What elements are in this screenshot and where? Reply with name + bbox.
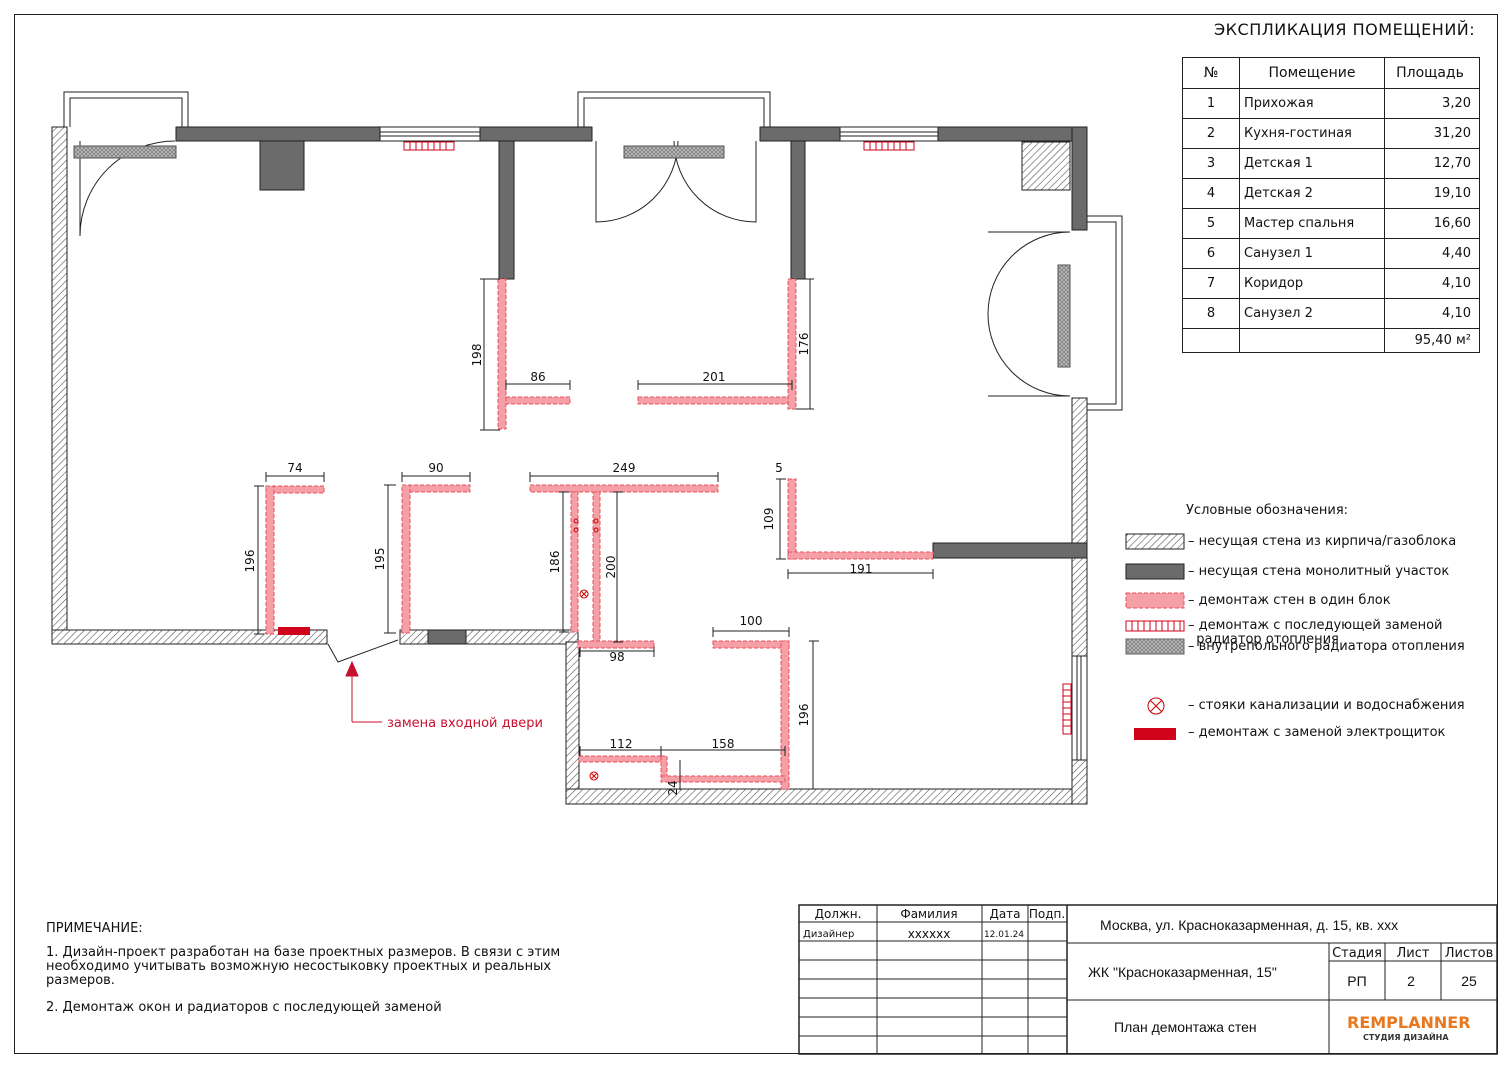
- dim-label: 74: [287, 461, 302, 475]
- legend-item: – несущая стена из кирпича/газоблока: [1188, 534, 1457, 549]
- dim-label: 158: [712, 737, 735, 751]
- entrance-door-note: замена входной двери: [387, 716, 543, 731]
- notes-title: ПРИМЕЧАНИЕ:: [46, 921, 143, 936]
- drawing-frame: [14, 14, 1498, 1054]
- dimension-lines: [254, 278, 934, 790]
- electrical-panel-swatch: [1134, 728, 1176, 740]
- note-item: 1. Дизайн-проект разработан на базе прое…: [46, 945, 561, 988]
- dim-label: 176: [797, 333, 811, 356]
- electrical-panel: [278, 627, 310, 635]
- dim-label: 249: [613, 461, 636, 475]
- dim-label: 90: [428, 461, 443, 475]
- riser-icons: [573, 518, 599, 781]
- riser-icon: [1147, 697, 1165, 715]
- dim-label: 195: [373, 548, 387, 571]
- dim-label: 201: [703, 370, 726, 384]
- legend-item: – демонтаж с последующей заменой радиато…: [1188, 618, 1443, 647]
- dim-label: 200: [604, 556, 618, 579]
- entrance-arrow: [345, 660, 382, 723]
- logo-subtitle: СТУДИЯ ДИЗАЙНА: [1363, 1031, 1449, 1042]
- note-item: 2. Демонтаж окон и радиаторов с последую…: [46, 1000, 442, 1015]
- col-header: Площадь: [1384, 57, 1480, 89]
- col-header: №: [1182, 57, 1240, 89]
- legend-item: – несущая стена монолитный участок: [1188, 564, 1450, 579]
- dim-label: 191: [850, 562, 873, 576]
- legend-item: – демонтаж стен в один блок: [1188, 593, 1391, 608]
- legend-swatches: [1125, 533, 1185, 740]
- windows: [63, 91, 1123, 761]
- legend-item: – стояки канализации и водоснабжения: [1188, 698, 1465, 713]
- brick-walls: [51, 126, 1088, 805]
- demolition-walls: [265, 278, 934, 790]
- dim-label: 196: [243, 550, 257, 573]
- legend-item: – внутрепольного радиатора отопления: [1188, 639, 1465, 654]
- hatched-brick-wall-swatch: [1125, 533, 1185, 550]
- radiator-replacement-swatch: [1125, 620, 1185, 632]
- total-row: 95,40 м²: [1182, 328, 1480, 353]
- dimension-labels: 198 86 201 176 74 90 249 5 109 196 195 1…: [243, 333, 872, 796]
- floor-radiators: [73, 145, 1071, 368]
- logo-text: REMPLANNER: [1347, 1013, 1471, 1032]
- radiators-replace: [403, 141, 1072, 735]
- floor-radiator-swatch: [1125, 638, 1185, 655]
- monolith-walls: [175, 126, 1088, 645]
- demolition-wall-swatch: [1125, 592, 1185, 609]
- dim-label: 5: [775, 461, 783, 475]
- dim-label: 24: [666, 780, 680, 795]
- notes: ПРИМЕЧАНИЕ: 1. Дизайн-проект разработан …: [46, 922, 560, 1028]
- col-header: Помещение: [1239, 57, 1385, 89]
- dim-label: 100: [740, 614, 763, 628]
- explication-title: ЭКСПЛИКАЦИЯ ПОМЕЩЕНИЙ:: [1214, 20, 1476, 39]
- dim-label: 112: [610, 737, 633, 751]
- legend-item: – демонтаж с заменой электрощиток: [1188, 725, 1446, 740]
- company-logo: REMPLANNER СТУДИЯ ДИЗАЙНА: [1347, 1013, 1471, 1042]
- dim-label: 198: [470, 344, 484, 367]
- dim-label: 186: [548, 551, 562, 574]
- legend-title: Условные обозначения:: [1186, 503, 1349, 518]
- dim-label: 98: [609, 650, 624, 664]
- monolith-wall-swatch: [1125, 563, 1185, 580]
- dim-label: 109: [762, 508, 776, 531]
- total-area: 95,40 м²: [1384, 328, 1480, 353]
- dim-label: 86: [530, 370, 545, 384]
- dim-label: 196: [797, 704, 811, 727]
